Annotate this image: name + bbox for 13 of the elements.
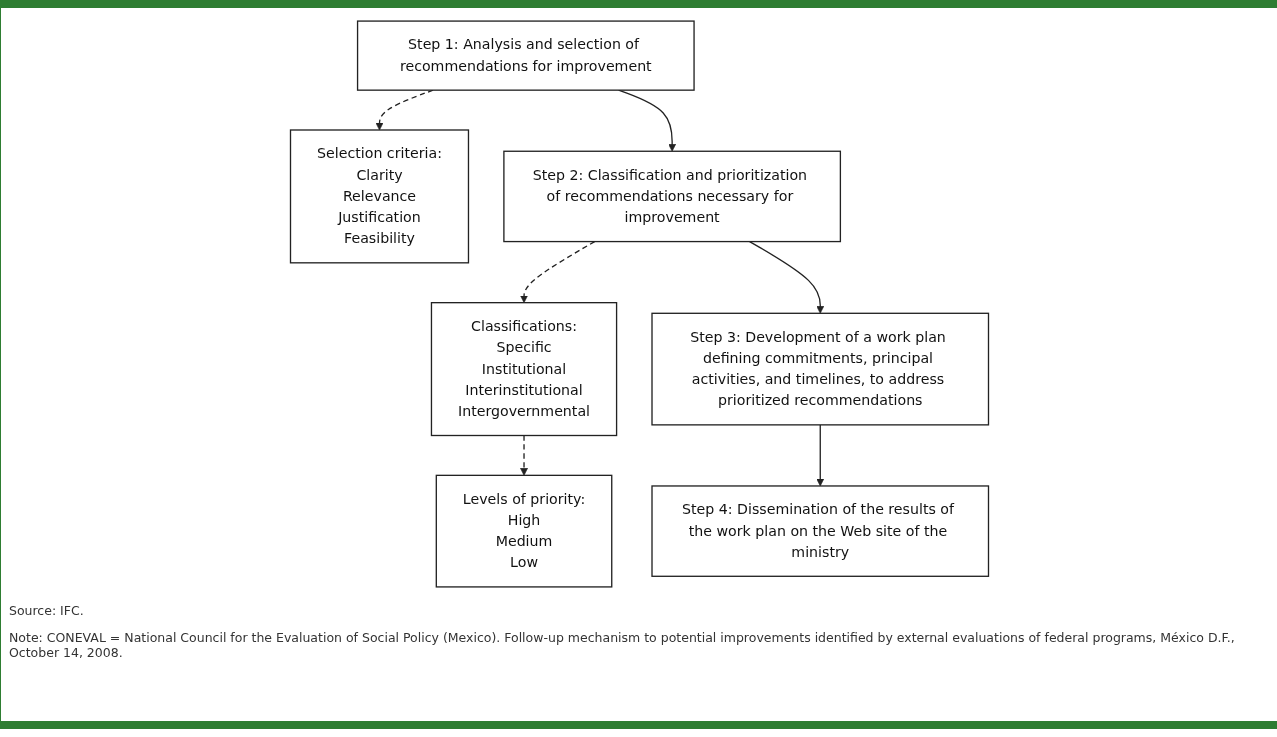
node-box: Step 2: Classification and prioritization of recommendations necessary for improvement [503, 150, 842, 243]
arrow [816, 424, 825, 487]
arrow [520, 240, 596, 304]
node-box: Step 1: Analysis and selection of recommendations for improvement [356, 20, 695, 91]
arrow [748, 240, 825, 314]
node-box: Step 4: Dissemination of the results of the work plan on the Web site of the ministry [651, 485, 990, 577]
node-box: Classifications: Specific Institutional Interinstitutional Intergovernmental [430, 302, 618, 437]
node-box: Levels of priority: High Medium Low [435, 474, 613, 588]
note-text: Note: CONEVAL = National Council for the Evaluation of Social Policy (Mexico). Follow-up mechanism to potential improvements identified by external evaluations of federal programs, México D.F., October 14, 2008. [9, 630, 1236, 660]
node-box: Step 3: Development of a work plan defining commitments, principal activities, and timelines, to address prioritized recommendations [651, 312, 990, 426]
note-text: Source: IFC. [9, 603, 85, 618]
arrow [520, 434, 528, 476]
node-box: Selection criteria: Clarity Relevance Justification Feasibility [289, 129, 470, 264]
